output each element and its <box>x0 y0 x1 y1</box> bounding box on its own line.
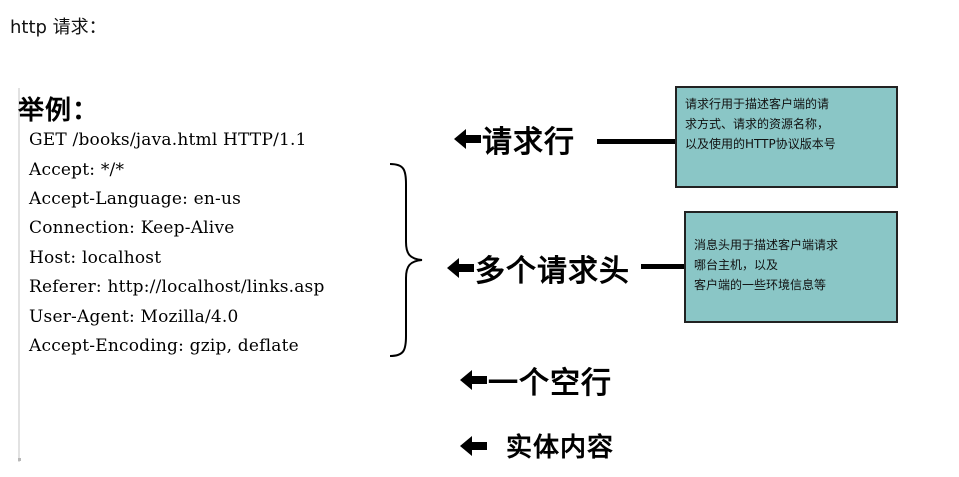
request-line-label-text: 请求行 <box>482 125 575 160</box>
example-title: 举例： <box>18 96 100 126</box>
blank-line-label: 一个空行 <box>458 358 612 402</box>
note-line: 求方式、请求的资源名称， <box>685 117 830 131</box>
left-arrow-icon <box>460 435 487 456</box>
page-heading: http 请求： <box>10 17 107 38</box>
code-line-user-agent: User-Agent: Mozilla/4.0 <box>29 307 239 327</box>
request-headers-label: 多个请求头 <box>445 246 630 290</box>
request-headers-connector <box>641 264 685 269</box>
request-line-label: 请求行 <box>452 117 575 161</box>
code-line-host: Host: localhost <box>29 248 162 268</box>
code-line-accept-encoding: Accept-Encoding: gzip, deflate <box>29 336 299 356</box>
request-line-connector <box>597 139 677 144</box>
note-line: 消息头用于描述客户端请求 <box>694 238 839 252</box>
figure-corner-mark <box>18 458 21 461</box>
code-line-request: GET /books/java.html HTTP/1.1 <box>29 130 307 150</box>
request-line-note: 请求行用于描述客户端的请 求方式、请求的资源名称， 以及使用的HTTP协议版本号 <box>675 86 898 188</box>
code-line-accept-language: Accept-Language: en-us <box>29 189 242 209</box>
entity-body-label-text: 实体内容 <box>506 433 615 463</box>
code-line-connection: Connection: Keep-Alive <box>29 218 235 238</box>
right-brace-icon <box>389 163 423 357</box>
blank-line-label-text: 一个空行 <box>488 366 612 401</box>
left-arrow-icon <box>460 370 487 390</box>
note-line: 客户端的一些环境信息等 <box>694 278 827 292</box>
code-line-referer: Referer: http://localhost/links.asp <box>29 277 325 297</box>
entity-body-label: 实体内容 <box>458 427 614 464</box>
note-line: 哪台主机，以及 <box>694 258 779 272</box>
figure-left-border <box>18 88 20 462</box>
left-arrow-icon <box>454 129 481 149</box>
request-headers-label-text: 多个请求头 <box>475 254 630 289</box>
left-arrow-icon <box>447 258 474 278</box>
request-headers-note: 消息头用于描述客户端请求 哪台主机，以及 客户端的一些环境信息等 <box>684 211 898 323</box>
note-line: 以及使用的HTTP协议版本号 <box>685 137 836 151</box>
code-line-accept: Accept: */* <box>29 160 125 180</box>
note-line: 请求行用于描述客户端的请 <box>685 97 830 111</box>
